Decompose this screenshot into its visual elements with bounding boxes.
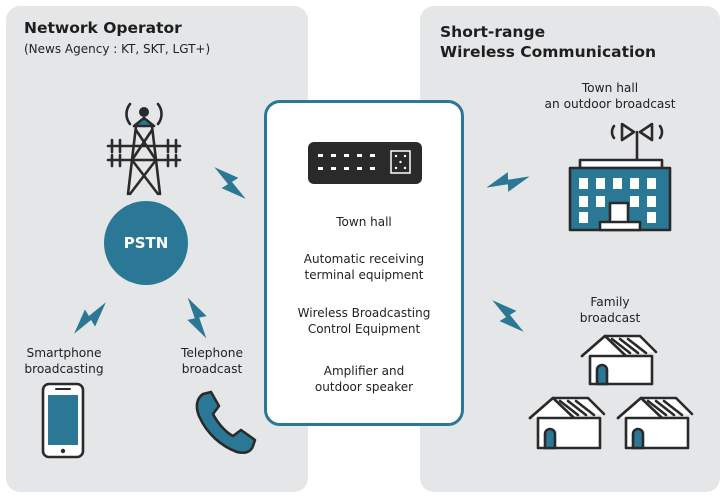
house-icon (616, 396, 694, 450)
house-icon (580, 334, 658, 386)
receiver-device-icon (308, 142, 422, 184)
townhall-building-icon (568, 122, 672, 232)
lightning-icon (486, 172, 530, 192)
lightning-icon (492, 300, 524, 332)
telephone-icon (195, 390, 257, 455)
lightning-icons (74, 167, 530, 339)
center-item-townhall: Town hall (336, 215, 392, 229)
smartphone-icon (41, 382, 85, 459)
house-icon (528, 396, 606, 450)
network-operator-title: Network Operator (24, 19, 182, 37)
pstn-circle (104, 201, 188, 285)
transmission-tower-icon (106, 102, 182, 196)
lightning-icon (187, 297, 207, 339)
news-agency-subtitle: (News Agency : KT, SKT, LGT+) (24, 42, 211, 56)
lightning-icon (214, 167, 246, 199)
pstn-label: PSTN (124, 234, 169, 252)
lightning-icon (74, 302, 106, 334)
